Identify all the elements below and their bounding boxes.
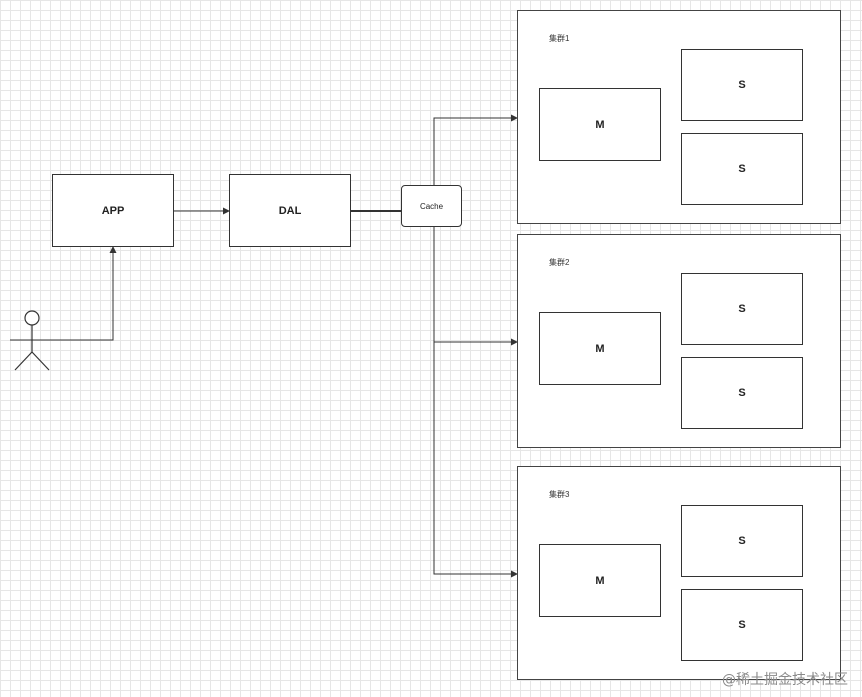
slave-node-label: S — [738, 163, 746, 175]
slave-node-label: S — [738, 79, 746, 91]
cache-to-cluster3-arrow — [433, 342, 518, 578]
user-to-app-arrow — [10, 246, 117, 341]
slave-node-label: S — [738, 535, 746, 547]
slave-node: S — [681, 357, 803, 429]
master-node: M — [539, 88, 661, 161]
cluster-label: 集群3 — [549, 490, 570, 499]
cluster-label: 集群2 — [549, 258, 570, 267]
cluster-label: 集群1 — [549, 34, 570, 43]
slave-node-label: S — [738, 619, 746, 631]
slave-node: S — [681, 589, 803, 661]
cache-to-cluster2-arrow — [433, 227, 518, 346]
master-node-label: M — [595, 118, 605, 131]
app-node-label: APP — [101, 204, 125, 217]
slave-node: S — [681, 49, 803, 121]
master-node-label: M — [595, 342, 605, 355]
cache-to-cluster1-arrow — [433, 114, 518, 185]
cluster-3: 集群3 M S S — [517, 466, 841, 680]
slave-node: S — [681, 273, 803, 345]
cluster-2: 集群2 M S S — [517, 234, 841, 448]
dal-node: DAL — [229, 174, 351, 247]
app-node: APP — [52, 174, 174, 247]
cluster-1: 集群1 M S S — [517, 10, 841, 224]
master-node: M — [539, 544, 661, 617]
cache-node: Cache — [401, 185, 462, 227]
slave-node-label: S — [738, 303, 746, 315]
slave-node-label: S — [738, 387, 746, 399]
watermark: @稀土掘金技术社区 — [722, 672, 848, 688]
master-node: M — [539, 312, 661, 385]
dal-node-label: DAL — [278, 204, 302, 217]
slave-node: S — [681, 505, 803, 577]
master-node-label: M — [595, 574, 605, 587]
slave-node: S — [681, 133, 803, 205]
cache-node-label: Cache — [419, 201, 444, 211]
